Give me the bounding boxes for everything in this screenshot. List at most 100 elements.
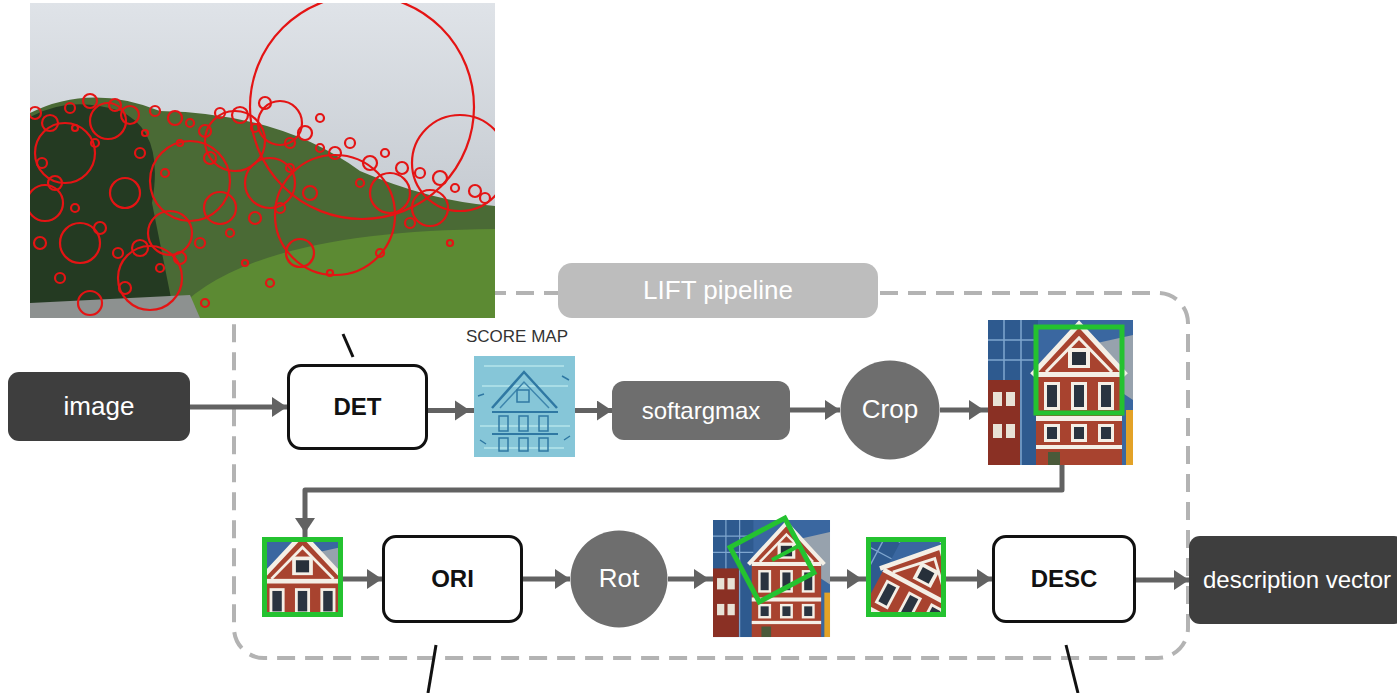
keypoint-circle — [298, 126, 312, 140]
patch-picture — [217, 530, 354, 665]
keypoint-circle — [275, 155, 395, 275]
keypoint-circle — [205, 111, 265, 171]
keypoint-circle — [30, 185, 63, 221]
keypoint-circle — [135, 148, 145, 158]
flow-arrow — [190, 405, 287, 410]
score-map — [478, 376, 570, 444]
score-map — [474, 356, 575, 457]
keypoint-circle — [113, 248, 123, 258]
keypoint-circle — [37, 158, 47, 168]
keypoint-circle — [204, 192, 236, 224]
keypoint-circle — [201, 299, 209, 307]
keypoint-circle — [35, 123, 95, 183]
node-label: image — [64, 392, 135, 422]
keypoint-circle — [65, 103, 75, 113]
score-map — [492, 412, 558, 434]
score-map — [499, 416, 508, 431]
keypoint-circle — [119, 282, 131, 294]
keypoint-circle — [266, 279, 274, 287]
keypoint-circle — [415, 168, 425, 178]
keypoint-circle — [150, 106, 160, 116]
keypoint-circle — [286, 239, 314, 267]
keypoint-circle — [226, 229, 234, 237]
keypoint-circle — [356, 179, 364, 187]
keypoint-circle — [412, 115, 495, 211]
keypoint-circle — [396, 162, 408, 174]
keypoint-circle — [83, 94, 97, 108]
keypoint-circle — [60, 223, 100, 263]
leader-line — [343, 334, 1078, 693]
arrow-head — [847, 569, 862, 589]
keypoint-circle — [148, 211, 192, 255]
keypoint-circle — [94, 222, 106, 234]
node-label: DET — [334, 393, 382, 421]
circle-outline — [841, 361, 940, 460]
node-label: description vector — [1203, 566, 1391, 594]
score-map — [539, 438, 548, 451]
keypoint-circle — [376, 249, 384, 257]
keypoint-circle — [329, 147, 341, 159]
keypoint-circle — [250, 3, 474, 219]
rotation-picture — [730, 518, 814, 602]
keypoint-circle — [42, 115, 58, 131]
patch-picture — [805, 504, 987, 686]
leader-line — [343, 334, 353, 357]
keypoint-circle — [469, 185, 481, 197]
keypoint-circle — [204, 152, 216, 164]
crop-picture — [988, 320, 1133, 465]
keypoint-circle — [48, 176, 62, 190]
flow-arrow — [523, 577, 570, 582]
patch-picture — [869, 540, 944, 615]
keypoint-circle — [72, 125, 78, 131]
patch-picture — [805, 504, 987, 686]
arrow-head — [295, 518, 315, 533]
network-module: ORI — [382, 535, 523, 623]
operation-circle: Rot — [570, 530, 668, 628]
keypoint-circle — [370, 173, 410, 213]
keypoint-circle — [245, 158, 295, 208]
keypoint-photo — [30, 104, 175, 318]
node-label: Rot — [599, 564, 639, 594]
leader-line — [428, 645, 436, 693]
keypoint-circle — [142, 130, 148, 136]
flow-arrow — [428, 408, 612, 413]
score-map — [499, 438, 508, 451]
score-map — [480, 366, 570, 448]
keypoint-circle — [232, 107, 248, 123]
keypoint-photo — [170, 229, 495, 318]
score-map — [500, 382, 549, 408]
keypoint-circle — [30, 3, 495, 315]
arrow-head — [694, 569, 709, 589]
keypoint-circle — [275, 203, 285, 213]
node-label: Crop — [862, 395, 918, 425]
flow-arrow — [790, 408, 840, 413]
operation-circle: Crop — [840, 360, 940, 460]
keypoint-circle — [132, 240, 148, 256]
rotation-picture — [730, 518, 814, 602]
operation-box: softargmax — [612, 381, 790, 440]
circle-outline — [571, 531, 668, 628]
keypoint-circle — [251, 124, 259, 132]
keypoint-circle — [433, 171, 447, 185]
node-label: DESC — [1031, 565, 1098, 593]
keypoint-circle — [150, 141, 230, 221]
score-map — [517, 390, 529, 402]
keypoint-circle — [258, 101, 302, 145]
network-module: DET — [287, 364, 428, 450]
keypoint-circle — [405, 218, 415, 228]
connector-group — [190, 407, 1189, 580]
keypoint-circle — [186, 119, 194, 127]
keypoint-circle — [121, 106, 139, 124]
keypoint-circle — [316, 144, 324, 152]
rotation-picture — [713, 520, 830, 637]
keypoint-circle — [161, 169, 169, 177]
score-map — [492, 372, 557, 408]
flow-arrow — [1136, 578, 1189, 583]
score-map — [474, 356, 575, 457]
flow-arrow — [668, 577, 992, 582]
keypoint-photo — [30, 97, 495, 318]
input-box: image — [8, 372, 190, 441]
keypoint-circle — [199, 125, 211, 137]
